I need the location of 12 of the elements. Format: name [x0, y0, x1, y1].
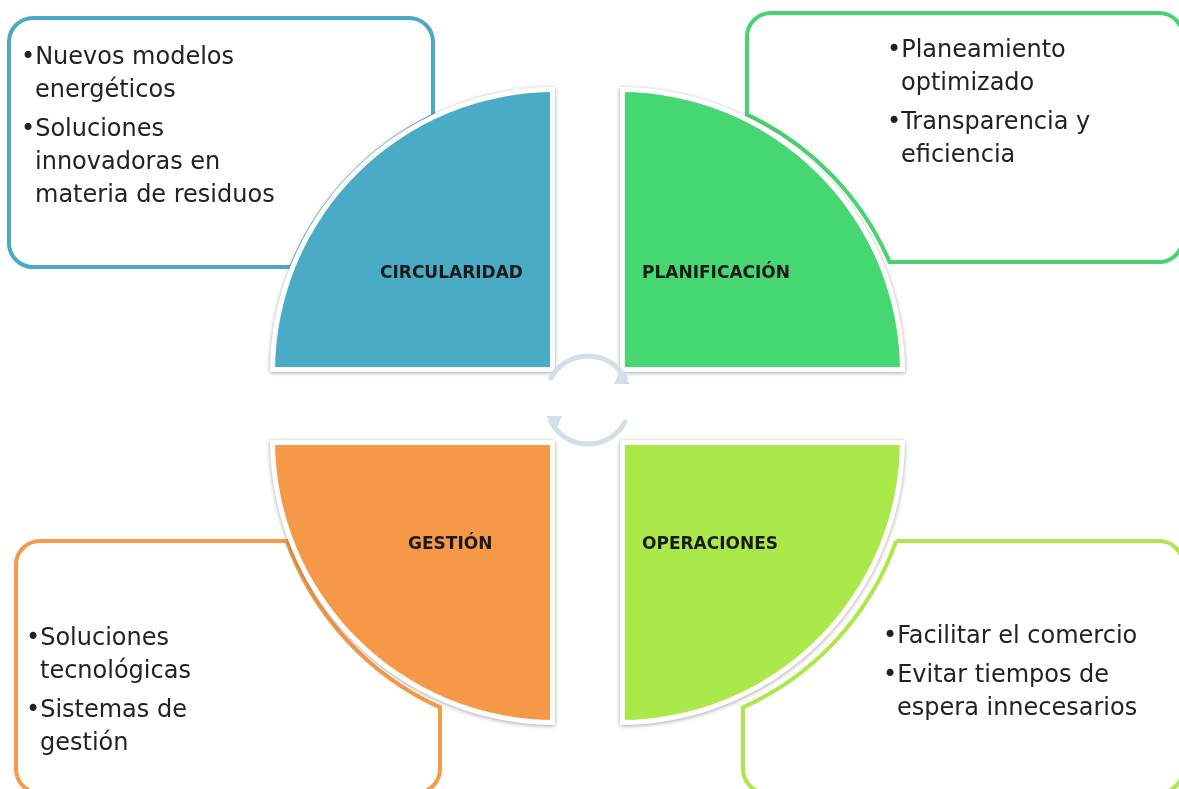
bullet-text: •Evitar tiempos de espera innecesarios: [883, 659, 1139, 723]
bullet-text: •Nuevos modelos energéticos: [21, 41, 236, 105]
bullet-text: •Soluciones tecnológicas: [26, 622, 192, 686]
bullet-text: •Transparencia y eficiencia: [887, 106, 1092, 170]
segment-label: OPERACIONES: [642, 533, 779, 553]
segment-label: GESTIÓN: [408, 533, 493, 553]
bullet-text: •Planeamiento optimizado: [887, 34, 1067, 98]
segment-label: PLANIFICACIÓN: [642, 262, 791, 282]
bullet-text: •Facilitar el comercio: [883, 620, 1139, 651]
bullet-text: •Sistemas de gestión: [26, 694, 188, 758]
bullet-text: •Soluciones innovadoras en materia de residuos: [21, 113, 276, 210]
segment-label: CIRCULARIDAD: [380, 262, 523, 282]
